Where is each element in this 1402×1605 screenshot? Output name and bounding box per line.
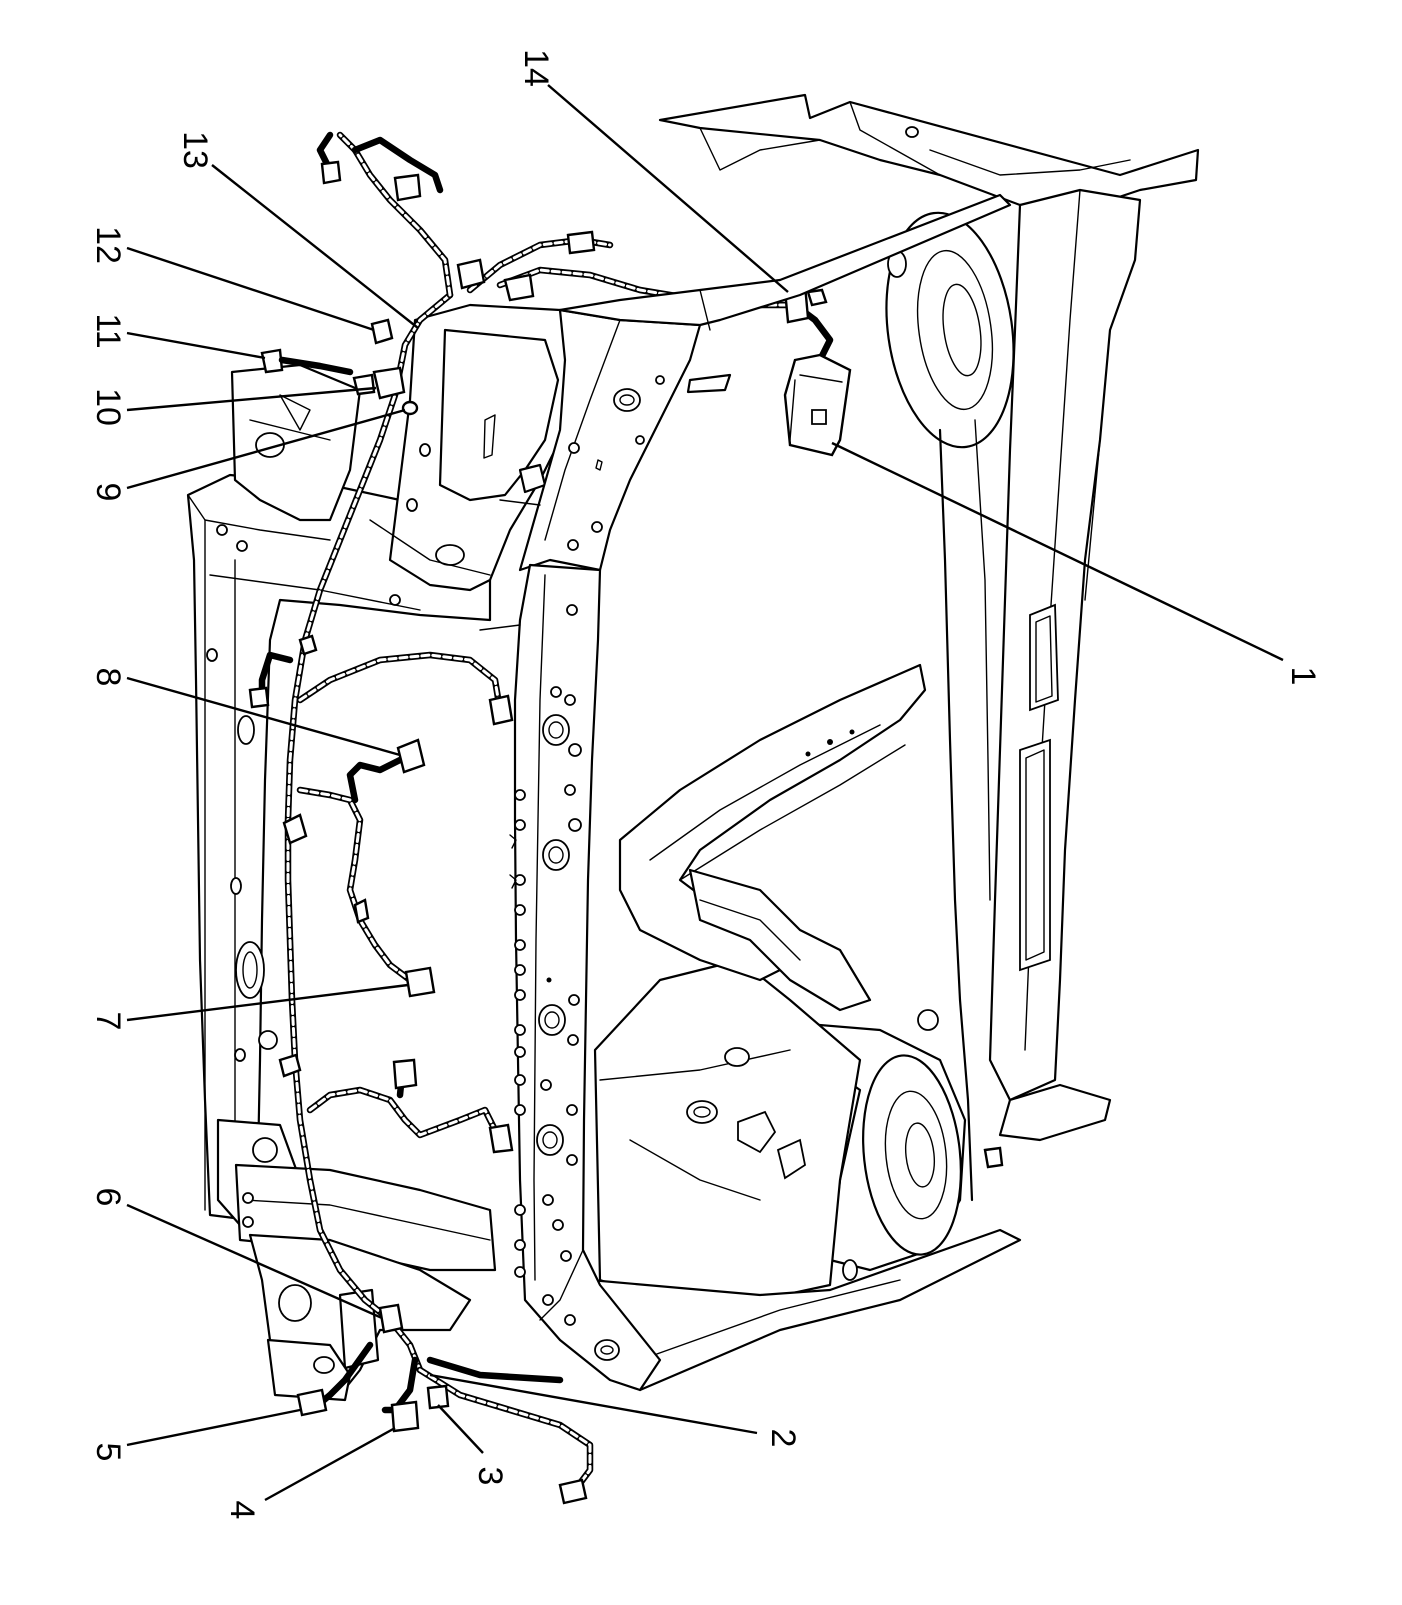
callout-1: 1 xyxy=(1284,667,1322,686)
leader-3 xyxy=(437,1404,484,1454)
callout-5: 5 xyxy=(89,1443,127,1462)
leader-7 xyxy=(126,983,409,1022)
callout-9: 9 xyxy=(89,483,127,502)
leader-10 xyxy=(126,386,377,412)
callout-6: 6 xyxy=(89,1188,127,1207)
rear-body-structure xyxy=(658,93,1200,1281)
left-side-panel xyxy=(186,363,497,1402)
leader-1 xyxy=(831,441,1284,662)
leader-11 xyxy=(126,331,266,360)
leader-12 xyxy=(126,246,375,332)
callout-14: 14 xyxy=(517,49,555,87)
floor-pan xyxy=(588,958,1022,1392)
leader-14 xyxy=(547,84,789,293)
callout-4: 4 xyxy=(223,1501,261,1520)
leader-6 xyxy=(126,1203,383,1320)
leader-5 xyxy=(126,1408,301,1447)
callout-11: 11 xyxy=(89,313,127,348)
callout-3: 3 xyxy=(471,1467,509,1486)
leader-lines xyxy=(126,84,1284,1502)
callout-8: 8 xyxy=(89,668,127,687)
callout-2: 2 xyxy=(764,1429,802,1448)
center-b-pillar xyxy=(479,193,1012,1392)
callout-labels: 1 2 3 4 5 6 7 8 9 10 11 12 13 14 xyxy=(89,49,1322,1519)
connectors xyxy=(248,160,1004,1505)
leader-8 xyxy=(126,676,401,757)
leader-2 xyxy=(429,1373,758,1435)
leader-4 xyxy=(264,1426,396,1502)
leader-13 xyxy=(211,164,419,329)
leader-9 xyxy=(126,408,406,490)
center-cross-member xyxy=(618,663,927,1012)
module-1-body xyxy=(783,353,852,457)
inner-pillar xyxy=(369,303,572,606)
callout-10: 10 xyxy=(89,388,127,426)
callout-13: 13 xyxy=(176,131,214,169)
callout-12: 12 xyxy=(89,226,127,264)
callout-7: 7 xyxy=(89,1012,127,1031)
